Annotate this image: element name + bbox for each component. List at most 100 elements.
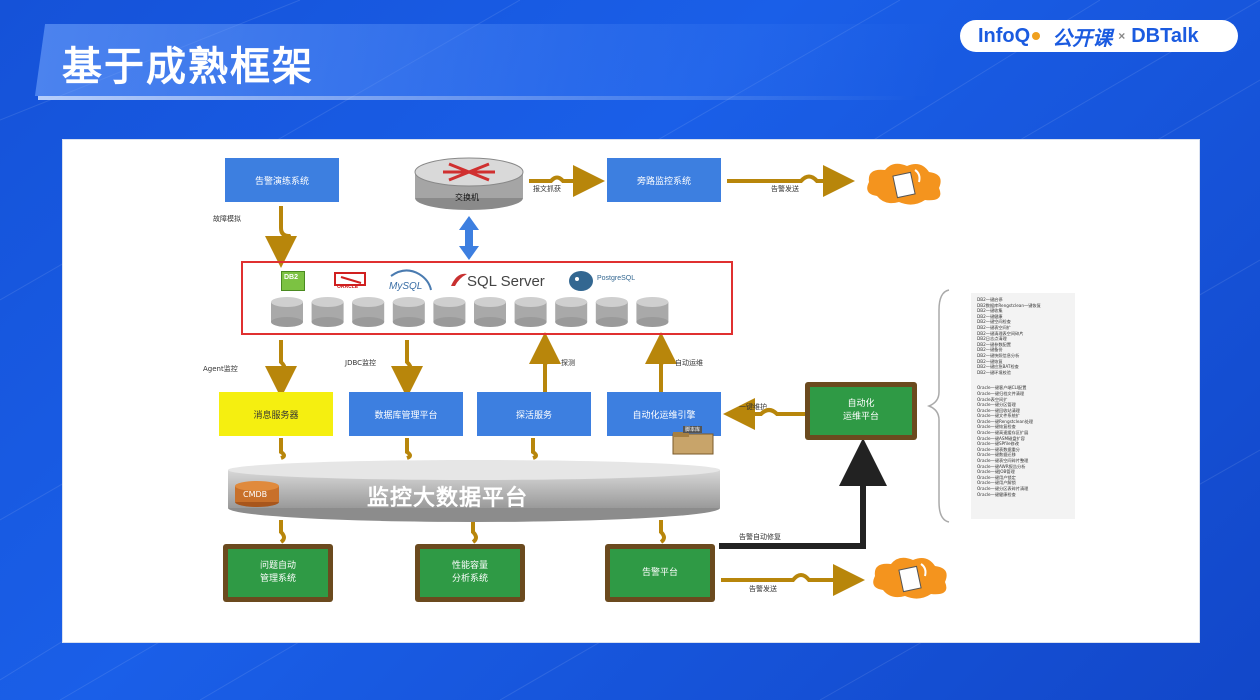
arrow-alert-bottom: [721, 564, 865, 596]
label-jdbc-monitor: JDBC监控: [345, 359, 377, 367]
task-list-item: Oracle一键表数据重分: [977, 446, 1020, 452]
task-list-item: Oracle一键分区管理: [977, 402, 1016, 408]
task-list-item: DB2一键空间检查: [977, 319, 1011, 325]
postgresql-logo-icon: PostgreSQL: [567, 269, 657, 293]
arrow-msg-platform: [279, 438, 286, 460]
task-list-item: DB2一键环境校验: [977, 369, 1011, 375]
task-list-item: Oracle一键用户解锁: [977, 480, 1016, 486]
task-list-item: Oracle一键归档文件清理: [977, 390, 1025, 396]
task-list-item: DB2日志点清理: [977, 336, 1007, 342]
label-probe: 探测: [561, 359, 575, 367]
logo-infoq: InfoQ: [978, 24, 1031, 47]
mysql-logo-icon: MySQL: [385, 266, 435, 294]
database-cylinder: [474, 297, 506, 327]
arrow-auto-repair: [719, 438, 887, 549]
task-list-item: DB2一键健康: [977, 313, 1003, 319]
arrow-auto-ops: [645, 332, 677, 392]
database-cylinders: [271, 297, 669, 327]
message-server: 消息服务器: [219, 392, 333, 436]
task-list-item: Oracle一键分区表碎片清理: [977, 486, 1029, 491]
logo-dot: [1032, 32, 1041, 40]
alarm-drill-system: 告警演练系统: [225, 158, 339, 202]
auto-ops-platform-line1: 自动化: [847, 399, 875, 409]
brand-logo: InfoQ 公开课 × DBTalk: [960, 20, 1238, 52]
arrow-to-perf: [471, 520, 478, 544]
perf-capacity-line1: 性能容量: [451, 561, 488, 571]
arrow-agent: [265, 340, 297, 398]
task-list-item: DB2一键备份: [977, 347, 1003, 353]
arrow-probe: [529, 332, 561, 392]
arrow-alert-top: [727, 165, 855, 197]
database-cylinder: [311, 297, 344, 327]
perf-capacity-line2: 分析系统: [451, 574, 488, 584]
monitoring-platform-title: 监控大数据平台: [367, 486, 529, 511]
monitoring-platform-shape: [228, 460, 720, 522]
task-list-item: Oracle一键恢复检查: [977, 424, 1016, 430]
logo-course: 公开课: [1052, 27, 1113, 50]
arrow-to-problem: [279, 520, 286, 544]
label-alert-send-top: 告警发送: [771, 185, 799, 193]
label-one-click: 一键维护: [739, 403, 767, 411]
script-library: 脚本库: [671, 426, 715, 456]
task-list-item: Oracle一键客户端CLI配置: [977, 385, 1027, 391]
diagram-panel: 告警演练系统 故障模拟 交换机 报文抓获 旁路监控系统 告警发送 DB2 ORA…: [62, 139, 1200, 643]
problem-mgmt-line1: 问题自动: [259, 561, 296, 571]
database-cylinder: [514, 297, 547, 327]
sqlserver-logo-icon: SQL Server: [449, 270, 553, 292]
task-list-item: DB2一键收集: [977, 308, 1003, 314]
task-list-item: Oracle一键表空间碎片整理: [977, 458, 1029, 464]
cmdb-icon: CMDB: [233, 480, 281, 508]
bypass-monitor-system: 旁路监控系统: [607, 158, 721, 202]
switch-icon: [414, 157, 524, 210]
arrow-packet: [529, 165, 605, 197]
label-auto-ops: 自动运维: [675, 359, 703, 367]
task-list-item: DB2一键启停: [977, 297, 1003, 302]
task-list-item: Oracle一键Rengstclean处理: [977, 418, 1034, 424]
switch-label: 交换机: [455, 193, 479, 202]
label-agent-monitor: Agent监控: [203, 365, 238, 373]
db2-logo-icon: DB2: [281, 271, 305, 291]
task-list-item: Oracle一键JOB管理: [977, 469, 1015, 475]
database-cluster: [241, 261, 733, 335]
auto-ops-platform-line2: 运维平台: [842, 412, 879, 422]
slide-title: 基于成熟框架: [62, 44, 314, 90]
title-underline: [38, 96, 918, 100]
database-cylinder: [595, 297, 628, 327]
label-packet-capture: 报文抓获: [533, 185, 561, 193]
probe-service: 探活服务: [477, 392, 591, 436]
task-list-item: Oracle一键文件系统扩: [977, 413, 1020, 419]
database-cylinder: [555, 297, 588, 327]
task-list-item: Oracle一键SPfile修改: [977, 441, 1019, 447]
task-list-item: DB2一键表空间扩: [977, 324, 1011, 330]
oracle-logo-icon: ORACLE: [333, 271, 367, 291]
database-cylinder: [271, 297, 303, 327]
problem-mgmt-line2: 管理系统: [259, 574, 296, 584]
alert-cloud-icon-bottom: [873, 557, 947, 599]
task-list-item: Oracle一键ASM磁盘扩容: [977, 435, 1025, 441]
folder-icon: [672, 432, 714, 455]
alert-platform-label: 告警平台: [641, 567, 678, 578]
arrow-fault-sim: [265, 206, 297, 268]
logo-cross: ×: [1118, 29, 1126, 43]
task-list-item: DB2一键清理表空间碎片: [977, 330, 1024, 336]
task-list-item: DB2一键快照信息分析: [977, 352, 1020, 358]
task-list-item: Oracle一键数据迁移: [977, 452, 1016, 458]
arrow-jdbc: [391, 340, 423, 398]
task-list-item: Oracle一键健康检查: [977, 491, 1016, 497]
arrow-to-alert: [659, 520, 666, 544]
perf-capacity-system: 性能容量 分析系统: [415, 544, 525, 602]
task-list-item: DB2一键恢复: [977, 358, 1003, 364]
auto-ops-platform: 自动化 运维平台: [805, 382, 917, 440]
database-cylinder: [636, 297, 669, 327]
task-list-item: Oracle一键回收站清理: [977, 407, 1020, 413]
logo-dbtalk: DBTalk: [1131, 24, 1199, 47]
db-management-platform: 数据库管理平台: [349, 392, 463, 436]
list-brace: [926, 289, 950, 523]
task-list-item: Oracle一键AWR报告分析: [977, 463, 1026, 469]
arrow-probe-platform: [531, 438, 538, 460]
arrow-switch-db: [459, 216, 479, 260]
label-alert-send-bottom: 告警发送: [749, 585, 777, 593]
